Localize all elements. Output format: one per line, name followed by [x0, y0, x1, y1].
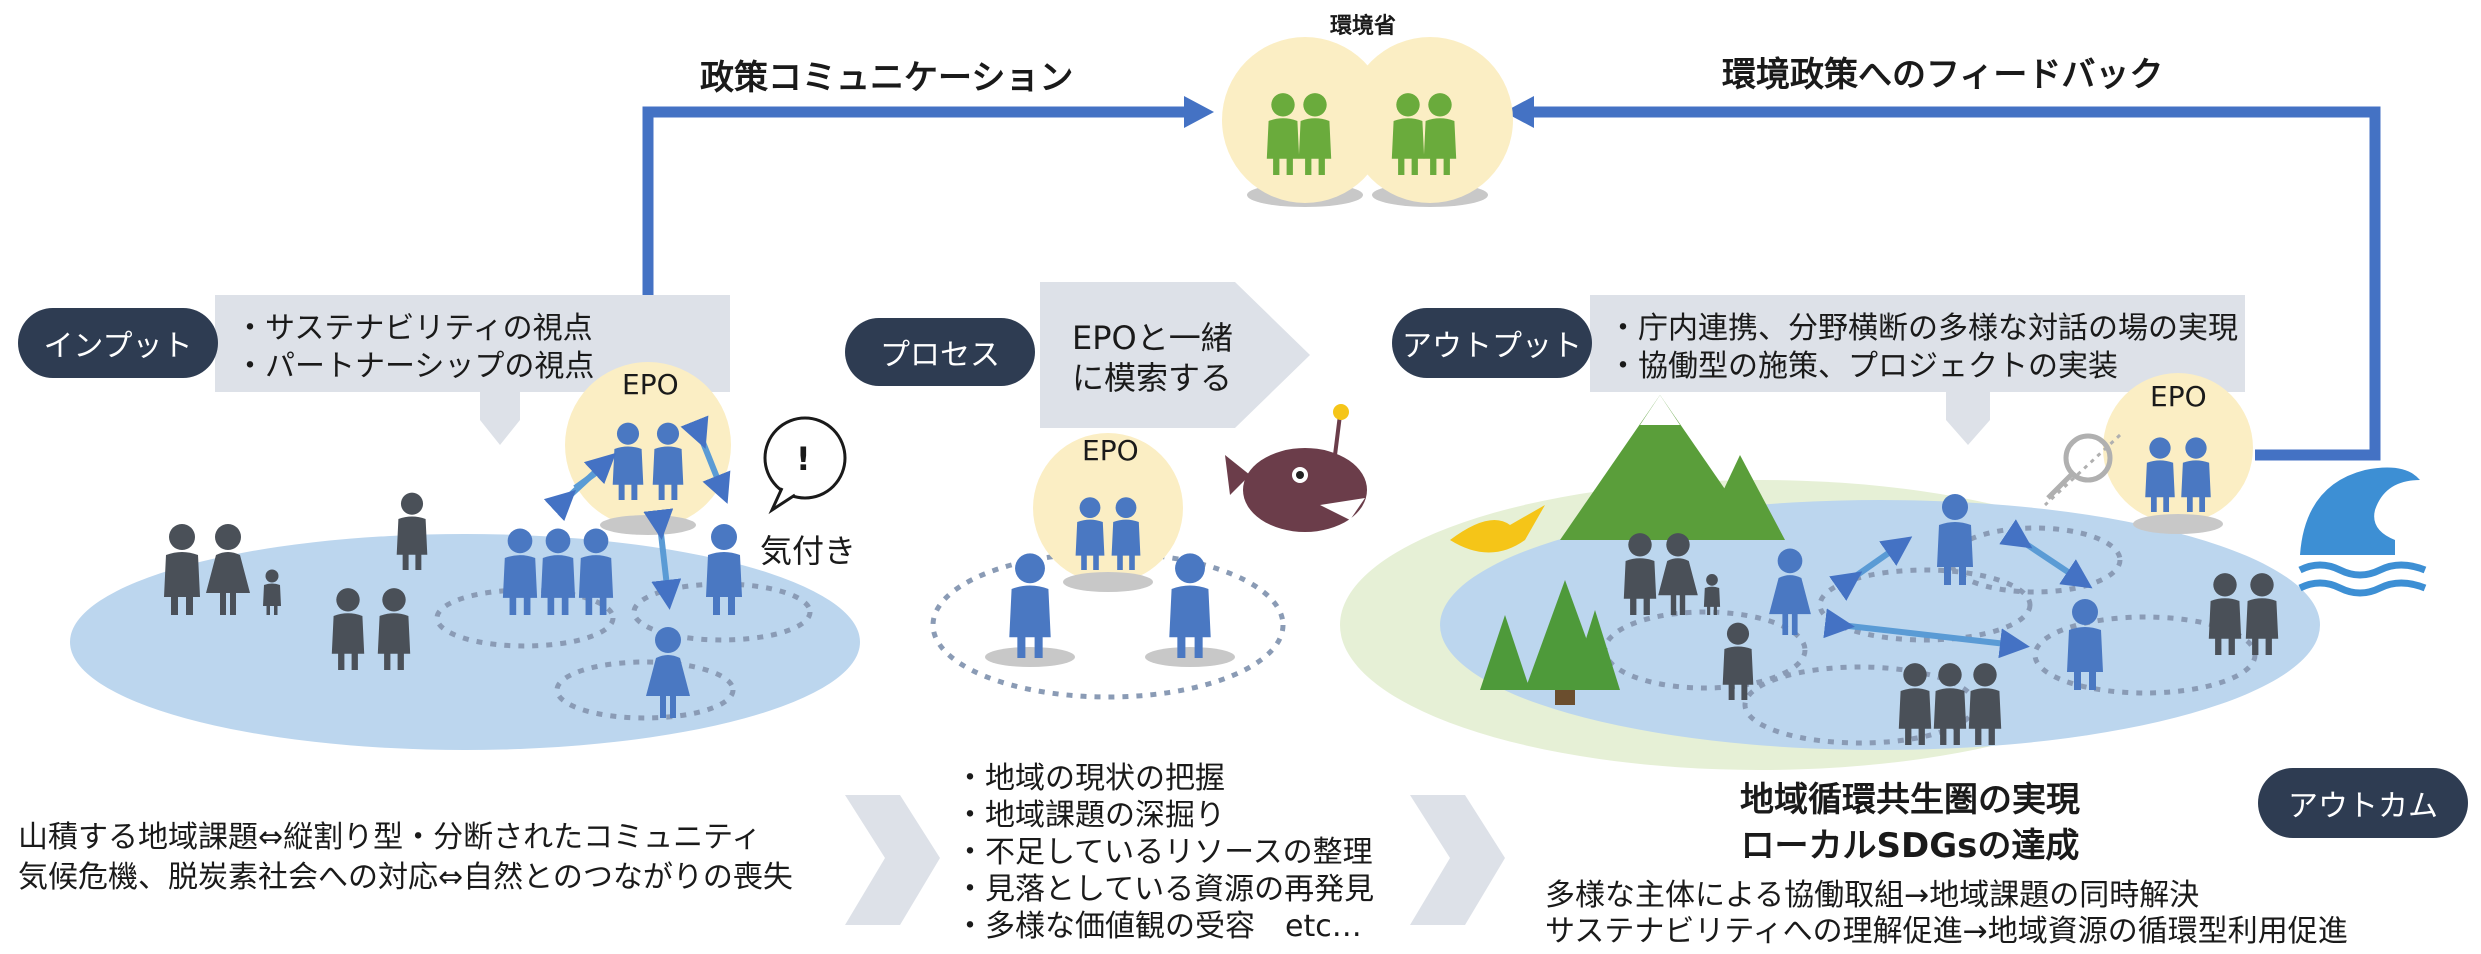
policy-feedback-label: 環境政策へのフィードバック	[1722, 55, 2164, 95]
anglerfish-icon	[1225, 404, 1367, 532]
input-epo-label: EPO	[622, 368, 679, 401]
input-bullets: ・サステナビリティの視点 ・パートナーシップの視点	[235, 310, 594, 386]
bottom-middle-item-2: ・地域課題の深掘り	[955, 798, 1225, 833]
output-epo-label: EPO	[2150, 380, 2207, 413]
bottom-left-text: 山積する地域課題⇔縦割り型・分断されたコミュニティ 気候危機、脱炭素社会への対応…	[18, 818, 793, 898]
bottom-chevron-right	[1410, 795, 1505, 925]
output-bullet-1: ・庁内連携、分野横断の多様な対話の場の実現	[1608, 311, 2238, 346]
outcome-headline: 地域循環共生圏の実現 ローカルSDGsの達成	[1740, 777, 2080, 869]
input-bullet-2: ・パートナーシップの視点	[235, 349, 595, 384]
bottom-middle-list: ・地域の現状の把握 ・地域課題の深掘り ・不足しているリソースの整理 ・見落とし…	[955, 760, 1374, 945]
output-pill: アウトプット	[1392, 308, 1592, 378]
bottom-middle-item-4: ・見落としている資源の再発見	[955, 872, 1375, 907]
output-epo-circle	[2103, 373, 2253, 523]
process-pill: プロセス	[845, 318, 1035, 386]
bottom-middle-item-5: ・多様な価値観の受容 etc…	[955, 909, 1362, 944]
bottom-middle-item-3: ・不足しているリソースの整理	[955, 835, 1373, 870]
output-bullets: ・庁内連携、分野横断の多様な対話の場の実現 ・協働型の施策、プロジェクトの実装	[1608, 310, 2238, 386]
ministry-label: 環境省	[1330, 14, 1397, 39]
bottom-chevron-left	[845, 795, 940, 925]
input-bullet-box	[215, 295, 730, 445]
policy-feedback-arrow	[1530, 106, 2381, 461]
outcome-line-1: 多様な主体による協働取組→地域課題の同時解決	[1545, 878, 2200, 913]
arrow-head-left	[1504, 96, 1534, 128]
outcome-lines: 多様な主体による協働取組→地域課題の同時解決 サステナビリティへの理解促進→地域…	[1545, 878, 2348, 950]
bottom-middle-item-1: ・地域の現状の把握	[955, 761, 1225, 796]
output-bullet-box	[1590, 295, 2245, 445]
process-epo-label: EPO	[1082, 434, 1139, 467]
bottom-left-line-2: 気候危機、脱炭素社会への対応⇔自然とのつながりの喪失	[18, 860, 793, 895]
process-arrow-line-2: に模索する	[1072, 359, 1233, 397]
magnifier-icon	[2046, 433, 2113, 500]
outcome-line-2: サステナビリティへの理解促進→地域資源の循環型利用促進	[1545, 914, 2348, 949]
outcome-pill: アウトカム	[2258, 768, 2468, 838]
arrow-head-right	[1184, 96, 1214, 128]
kizuki-exclaim: !	[796, 440, 811, 478]
process-arrow-text: EPOと一緒 に模索する	[1072, 318, 1233, 398]
policy-communication-label: 政策コミュニケーション	[700, 58, 1074, 98]
wave-icon	[2298, 467, 2427, 597]
kizuki-bubble	[763, 416, 847, 500]
input-pill: インプット	[18, 308, 218, 378]
outcome-headline-1: 地域循環共生圏の実現	[1740, 780, 2080, 820]
kizuki-label: 気付き	[760, 532, 857, 570]
bottom-left-line-1: 山積する地域課題⇔縦割り型・分断されたコミュニティ	[18, 820, 762, 855]
output-bullet-2: ・協働型の施策、プロジェクトの実装	[1608, 349, 2118, 384]
input-bullet-1: ・サステナビリティの視点	[235, 311, 593, 346]
process-arrow-line-1: EPOと一緒	[1072, 319, 1233, 357]
process-arrow-block	[1040, 282, 1310, 428]
process-epo-circle	[1033, 433, 1183, 583]
mountain-icon	[1560, 395, 1785, 540]
outcome-headline-2: ローカルSDGsの達成	[1740, 826, 2080, 866]
bird-icon	[1450, 505, 1545, 553]
tree-icon	[1480, 580, 1620, 705]
